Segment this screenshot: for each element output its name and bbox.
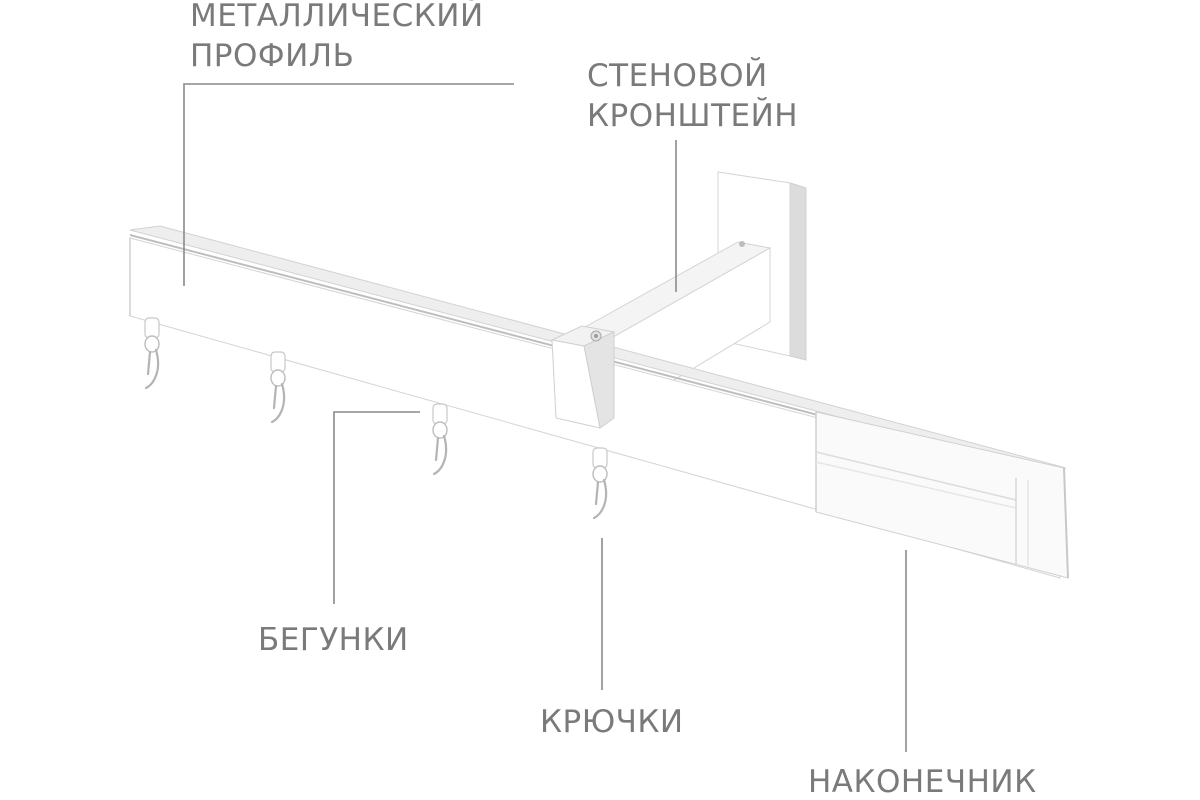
- hook-runner: [432, 403, 448, 476]
- runners-hooks: [144, 317, 608, 520]
- end-cap-shape: [815, 411, 1069, 579]
- bracket-clamp: [550, 325, 616, 429]
- label-wall-bracket: СТЕНОВОЙ КРОНШТЕЙН: [587, 58, 799, 134]
- leader-lines: [183, 83, 907, 752]
- leader-runners: [333, 411, 420, 604]
- hook-runner: [592, 447, 608, 520]
- label-runners: БЕГУНКИ: [258, 622, 409, 658]
- label-hooks: КРЮЧКИ: [540, 704, 684, 740]
- leader-profile: [183, 83, 514, 286]
- hook-runner: [270, 351, 286, 424]
- label-metal-profile: МЕТАЛЛИЧЕСКИЙ ПРОФИЛЬ: [190, 0, 484, 74]
- hook-runner: [144, 317, 160, 390]
- label-end-cap: НАКОНЕЧНИК: [808, 764, 1037, 800]
